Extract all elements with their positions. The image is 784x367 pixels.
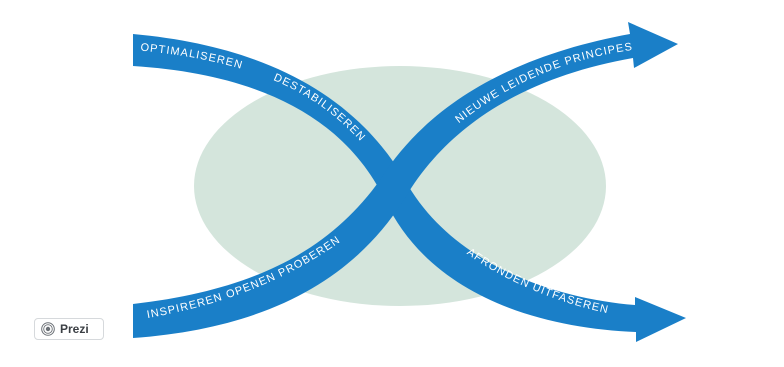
prezi-badge[interactable]: Prezi [34, 318, 104, 340]
band-ascending [133, 22, 678, 338]
prezi-logo-icon [41, 322, 55, 336]
prezi-label: Prezi [60, 322, 89, 336]
